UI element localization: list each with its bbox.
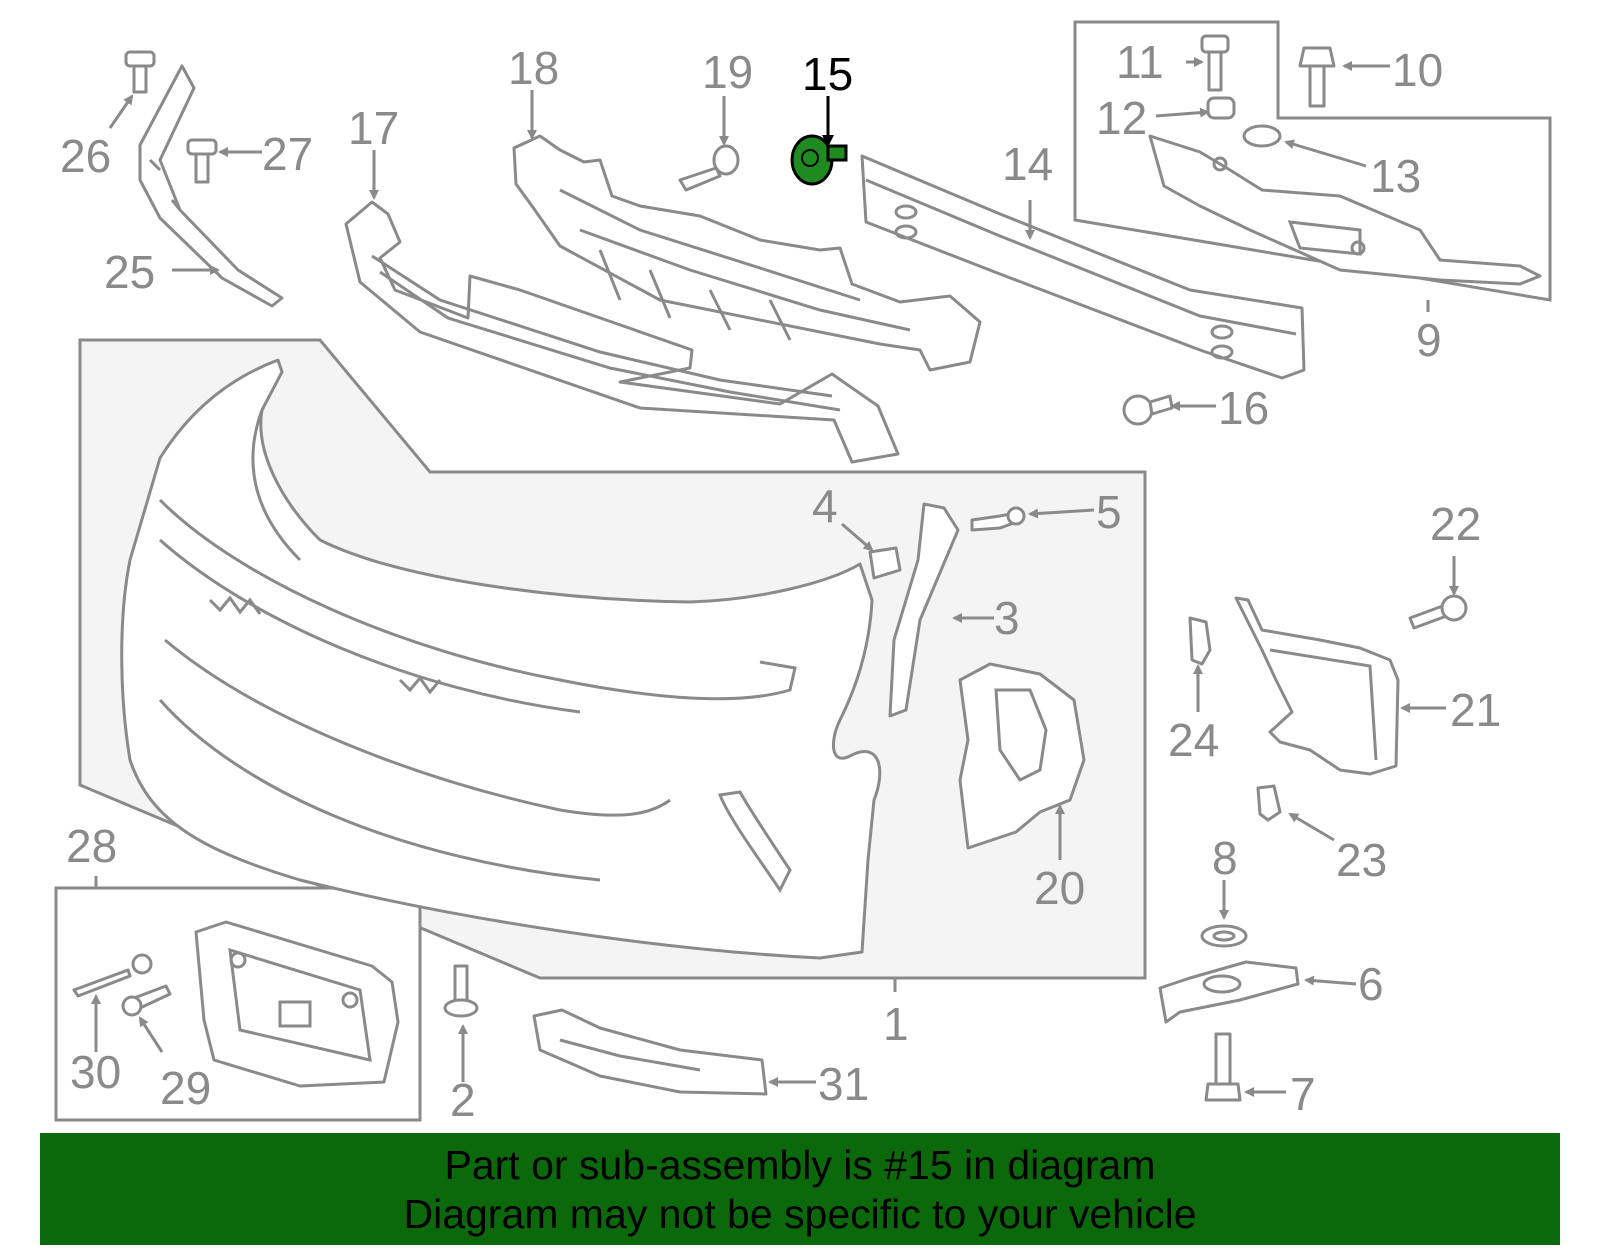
part-17-absorber — [344, 200, 900, 464]
callout-15[interactable]: 15 — [802, 48, 853, 100]
callout-2[interactable]: 2 — [450, 1074, 476, 1126]
callout-4[interactable]: 4 — [812, 480, 838, 532]
callout-21[interactable]: 21 — [1450, 684, 1501, 736]
callouts: 1 2 3 4 5 6 7 8 9 10 11 12 13 14 15 16 1… — [60, 36, 1501, 1126]
callout-7[interactable]: 7 — [1290, 1068, 1316, 1120]
part-9-bracket — [1148, 134, 1542, 286]
part-29-screw — [121, 984, 172, 1017]
part-31-deflector — [532, 1008, 768, 1096]
part-25-molding — [138, 64, 284, 308]
part-19-push-pin — [678, 144, 740, 192]
part-7-bolt — [1204, 1032, 1242, 1102]
part-14-impact-bar — [860, 154, 1306, 380]
part-11-bolt — [1200, 34, 1230, 92]
callout-22[interactable]: 22 — [1430, 498, 1481, 550]
part-4-clip — [868, 546, 902, 580]
callout-11[interactable]: 11 — [1116, 36, 1164, 88]
callout-29[interactable]: 29 — [160, 1062, 211, 1114]
part-13-grommet — [1242, 124, 1282, 148]
leader-lines — [91, 57, 1459, 1097]
banner-line-1: Part or sub-assembly is #15 in diagram — [444, 1142, 1156, 1188]
bracket-group-panel — [1073, 20, 1552, 302]
part-3-molding — [888, 502, 960, 718]
callout-31[interactable]: 31 — [818, 1058, 869, 1110]
callout-12[interactable]: 12 — [1096, 92, 1147, 144]
part-10-bolt — [1298, 46, 1336, 108]
callout-14[interactable]: 14 — [1002, 138, 1053, 190]
part-6-bracket — [1158, 960, 1300, 1024]
part-30-rivet — [72, 953, 153, 998]
part-8-grommet — [1200, 924, 1248, 948]
part-20-bezel — [958, 662, 1086, 850]
info-banner: Part or sub-assembly is #15 in diagram D… — [40, 1133, 1560, 1245]
callout-16[interactable]: 16 — [1218, 382, 1269, 434]
callout-20[interactable]: 20 — [1034, 862, 1085, 914]
part-16-bolt — [1122, 394, 1174, 426]
callout-10[interactable]: 10 — [1392, 44, 1443, 96]
part-28-license-bracket — [194, 920, 400, 1088]
callout-8[interactable]: 8 — [1212, 832, 1238, 884]
callout-17[interactable]: 17 — [348, 102, 399, 154]
callout-28[interactable]: 28 — [66, 820, 117, 872]
callout-6[interactable]: 6 — [1358, 958, 1384, 1010]
part-22-bolt — [1408, 594, 1468, 630]
part-2-bolt — [443, 964, 479, 1018]
callout-13[interactable]: 13 — [1370, 150, 1421, 202]
callout-24[interactable]: 24 — [1168, 714, 1219, 766]
part-24-clip — [1188, 616, 1212, 666]
part-27-bolt — [186, 138, 218, 184]
banner-line-2: Diagram may not be specific to your vehi… — [403, 1191, 1197, 1237]
part-21-bracket — [1234, 596, 1400, 776]
callout-19[interactable]: 19 — [702, 46, 753, 98]
callout-3[interactable]: 3 — [994, 592, 1020, 644]
part-12-nut — [1206, 96, 1236, 120]
callout-23[interactable]: 23 — [1336, 834, 1387, 886]
callout-1[interactable]: 1 — [883, 998, 909, 1050]
part-18-absorber — [512, 134, 982, 372]
part-5-push-pin — [970, 506, 1026, 532]
callout-27[interactable]: 27 — [262, 128, 313, 180]
part-23-clip — [1256, 784, 1282, 822]
callout-9[interactable]: 9 — [1416, 314, 1442, 366]
callout-25[interactable]: 25 — [104, 246, 155, 298]
callout-30[interactable]: 30 — [70, 1046, 121, 1098]
callout-26[interactable]: 26 — [60, 130, 111, 182]
part-26-bolt — [124, 50, 156, 94]
part-15-bolt-highlighted[interactable] — [790, 134, 848, 186]
callout-18[interactable]: 18 — [508, 42, 559, 94]
part-1-bumper-cover — [120, 358, 882, 960]
callout-5[interactable]: 5 — [1096, 486, 1122, 538]
